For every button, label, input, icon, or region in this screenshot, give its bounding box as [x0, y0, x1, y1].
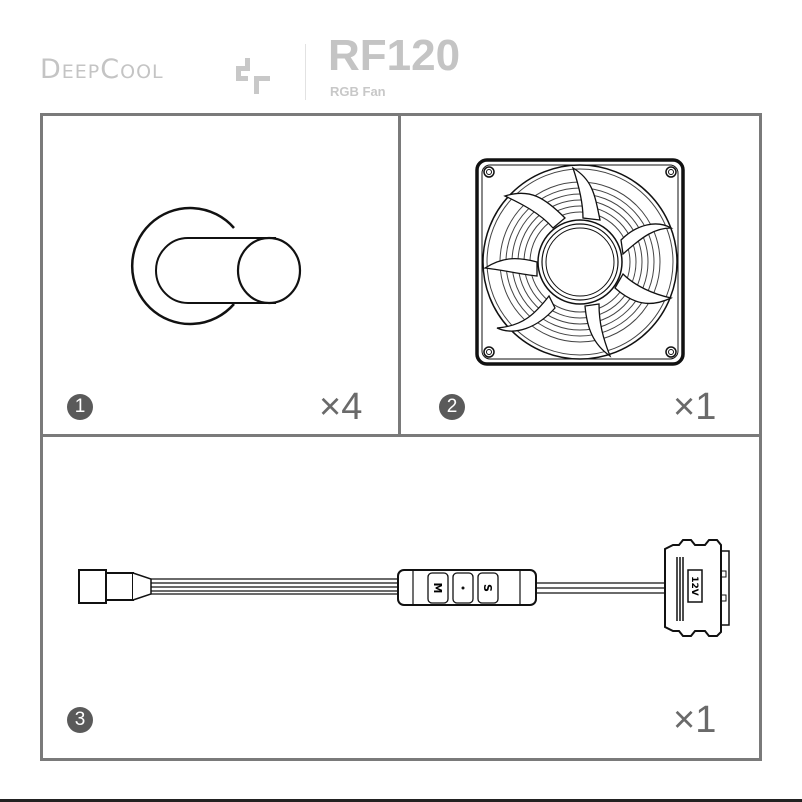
model-subtitle: RGB Fan [330, 84, 386, 99]
item-number-badge: 3 [67, 707, 93, 733]
header-divider [305, 44, 306, 100]
part-cell-1: 1 ×4 [43, 116, 398, 434]
item-number-badge: 2 [439, 394, 465, 420]
brand-name: DeepCool [40, 54, 164, 85]
screw-icon [131, 206, 302, 326]
mode-button-label: M [431, 583, 444, 594]
item-quantity: ×1 [673, 699, 717, 741]
voltage-label: 12V [689, 576, 699, 596]
parts-grid [40, 113, 762, 761]
deepcool-logo-icon [236, 58, 270, 94]
speed-button-label: S [481, 584, 494, 592]
item-number-badge: 1 [67, 394, 93, 420]
part-cell-2: 2 ×1 [401, 116, 756, 434]
fan-icon [475, 158, 685, 366]
header: DeepCool RF120 RGB Fan [0, 0, 802, 110]
item-quantity: ×4 [319, 386, 363, 428]
bottom-edge [0, 799, 802, 802]
item-quantity: ×1 [673, 386, 717, 428]
grid-divider-vertical [398, 113, 401, 437]
part-cell-3: M S 12V 3 ×1 [43, 437, 756, 755]
model-title: RF120 [328, 31, 461, 80]
grid-divider-horizontal [40, 434, 759, 437]
rgb-controller-cable-icon: M S 12V [78, 539, 730, 637]
